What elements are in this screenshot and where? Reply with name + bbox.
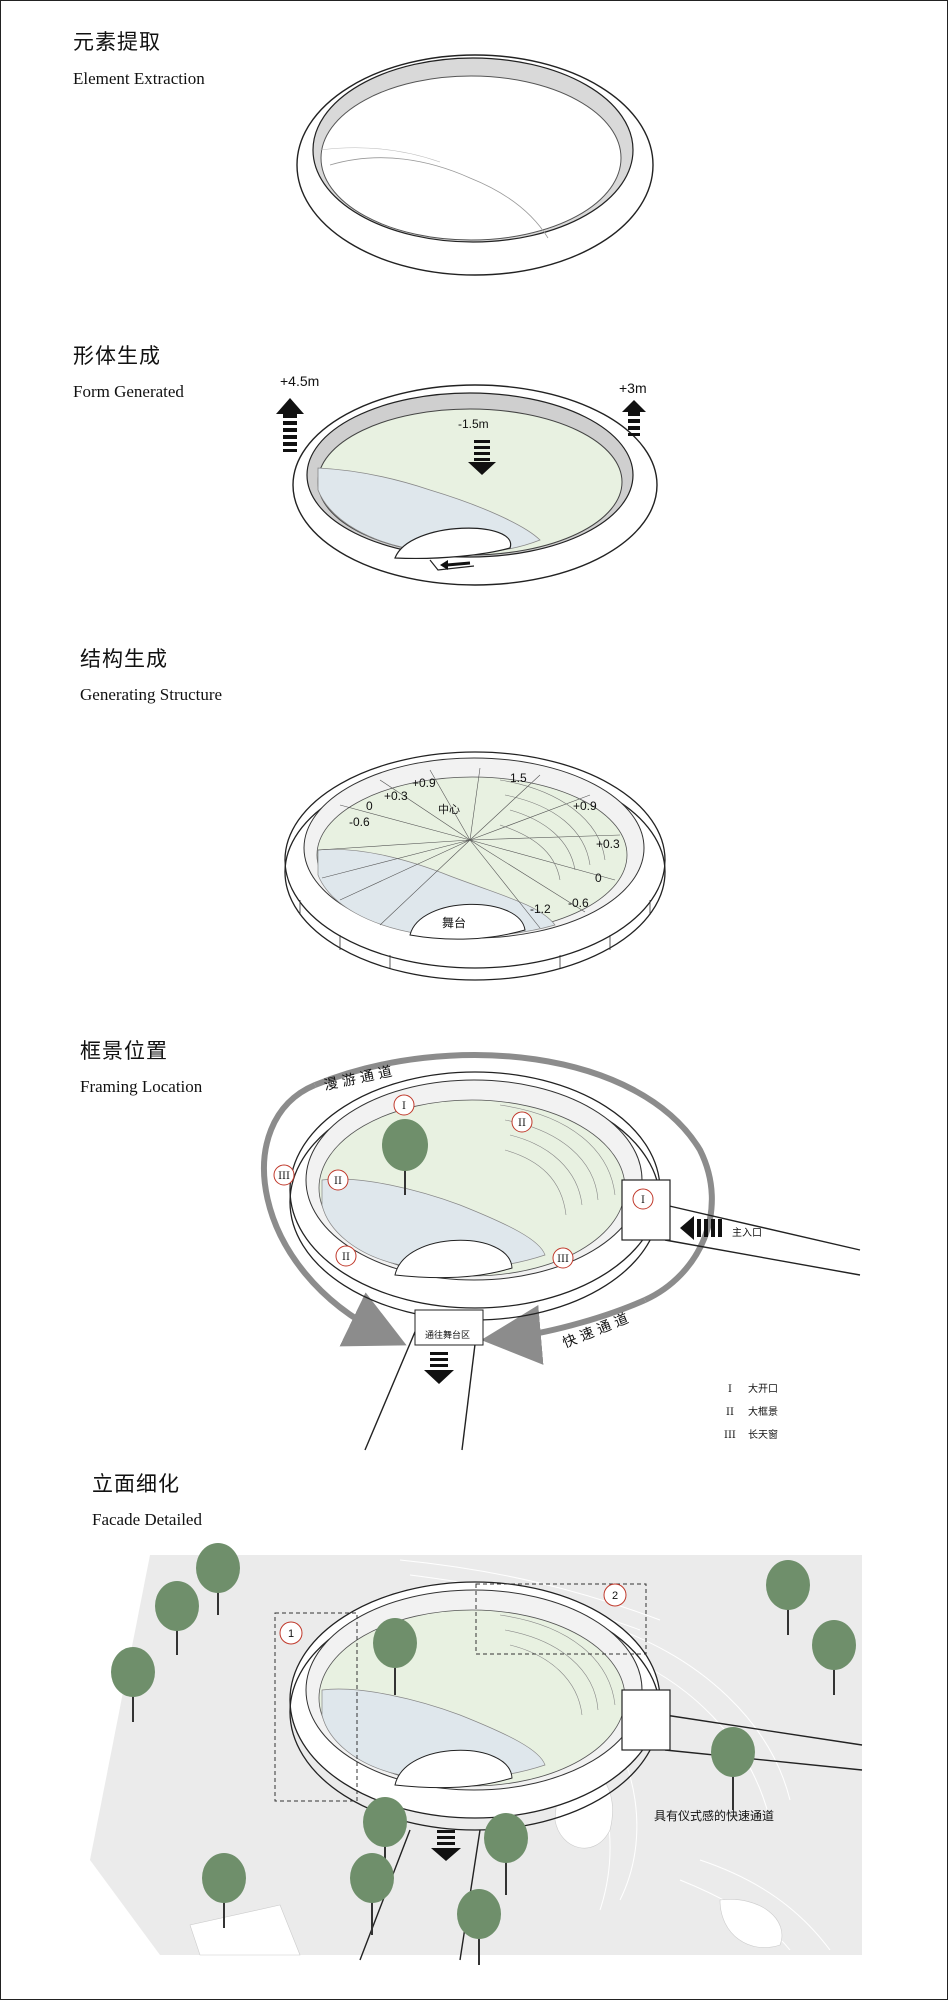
element-extraction-bowl: [296, 54, 654, 276]
framing-bowl: [289, 1071, 661, 1321]
tree-icon: [155, 1581, 199, 1655]
svg-text:III: III: [557, 1254, 569, 1265]
elevation-label: +0.9: [573, 799, 597, 813]
tree-icon: [812, 1620, 856, 1695]
svg-text:II: II: [518, 1118, 526, 1129]
framing-marker: II: [327, 1169, 349, 1191]
callout-frame-2: [475, 1583, 647, 1655]
callout-frame-1: [274, 1612, 358, 1802]
height-arrow-left-icon: [276, 398, 304, 452]
structure-bowl: [284, 751, 666, 981]
section-title-en: Framing Location: [80, 1077, 203, 1096]
section-title-en: Generating Structure: [80, 685, 223, 704]
height-arrow-right-icon: [622, 400, 646, 436]
elevation-label: +0.3: [596, 837, 620, 851]
svg-text:I: I: [402, 1101, 406, 1112]
elevation-label: +0.9: [412, 776, 436, 790]
framing-marker: I: [393, 1094, 415, 1116]
section-title-zh: 框景位置: [80, 1039, 168, 1063]
legend-text: 长天窗: [748, 1428, 778, 1441]
depth-arrow-icon: [468, 440, 496, 475]
depth-label: -1.5m: [458, 417, 489, 431]
svg-text:I: I: [641, 1195, 645, 1206]
elevation-label: -0.6: [349, 815, 370, 829]
height-left-label: +4.5m: [280, 373, 319, 389]
svg-text:2: 2: [612, 1590, 618, 1602]
section-title-en: Form Generated: [73, 382, 184, 401]
section-title-zh: 立面细化: [92, 1472, 180, 1496]
entrance-label: 主入口: [732, 1227, 762, 1239]
svg-text:II: II: [342, 1252, 350, 1263]
section-title-zh: 结构生成: [80, 647, 168, 671]
tree-icon: [196, 1543, 240, 1615]
svg-text:1: 1: [288, 1628, 294, 1640]
elevation-label: 0: [366, 799, 373, 813]
stage-label: 舞台: [442, 915, 466, 930]
facade-caption: 具有仪式感的快速通道: [654, 1808, 774, 1823]
south-label: 通往舞台区: [425, 1329, 470, 1341]
elevation-label: 0: [595, 871, 602, 885]
legend-text: 大开口: [748, 1382, 778, 1395]
entrance-arrow-icon: [680, 1216, 722, 1240]
section-title-en: Element Extraction: [73, 69, 205, 88]
tree-icon: [457, 1889, 501, 1965]
framing-marker: I: [632, 1188, 654, 1210]
south-walkway: [364, 1309, 484, 1451]
entrance-walkway: [621, 1179, 861, 1276]
framing-marker: II: [511, 1111, 533, 1133]
tree-icon: [202, 1853, 246, 1928]
elevation-label: 1.5: [510, 771, 527, 785]
fast-path-arrow: [481, 1297, 647, 1365]
facade-south-arrow-icon: [431, 1830, 461, 1861]
facade-callout: 1: [279, 1621, 303, 1645]
tree-icon: [373, 1618, 417, 1695]
tree-icon: [111, 1647, 155, 1722]
section-title-en: Facade Detailed: [92, 1510, 202, 1529]
svg-text:II: II: [334, 1176, 342, 1187]
section-title-zh: 元素提取: [73, 30, 161, 54]
svg-text:III: III: [278, 1171, 290, 1182]
elevation-label: -0.6: [568, 896, 589, 910]
framing-marker: III: [273, 1164, 295, 1186]
facade-walkways: [359, 1689, 863, 1961]
roaming-path-arrow: [313, 1051, 715, 1303]
elevation-label: -1.2: [530, 902, 551, 916]
south-arrow-icon: [424, 1352, 454, 1384]
tree-icon: [350, 1853, 394, 1935]
elevation-label: +0.3: [384, 789, 408, 803]
legend-num: II: [726, 1407, 734, 1418]
framing-legend: I 大开口 II 大框景 III 长天窗: [724, 1382, 778, 1441]
form-generated-bowl: [292, 384, 658, 586]
legend-num: I: [728, 1384, 732, 1395]
roaming-path-arrow: [261, 1082, 407, 1347]
framing-marker: II: [335, 1245, 357, 1267]
legend-num: III: [724, 1430, 736, 1441]
height-right-label: +3m: [619, 380, 647, 396]
section-title-zh: 形体生成: [73, 344, 161, 368]
tree-icon: [766, 1560, 810, 1635]
facade-callout: 2: [603, 1583, 627, 1607]
tree-icon: [484, 1813, 528, 1895]
legend-text: 大框景: [748, 1405, 778, 1418]
center-label: 中心: [438, 803, 460, 816]
tree-icon: [711, 1727, 755, 1810]
tree-icon: [382, 1119, 428, 1195]
framing-marker: III: [552, 1247, 574, 1269]
